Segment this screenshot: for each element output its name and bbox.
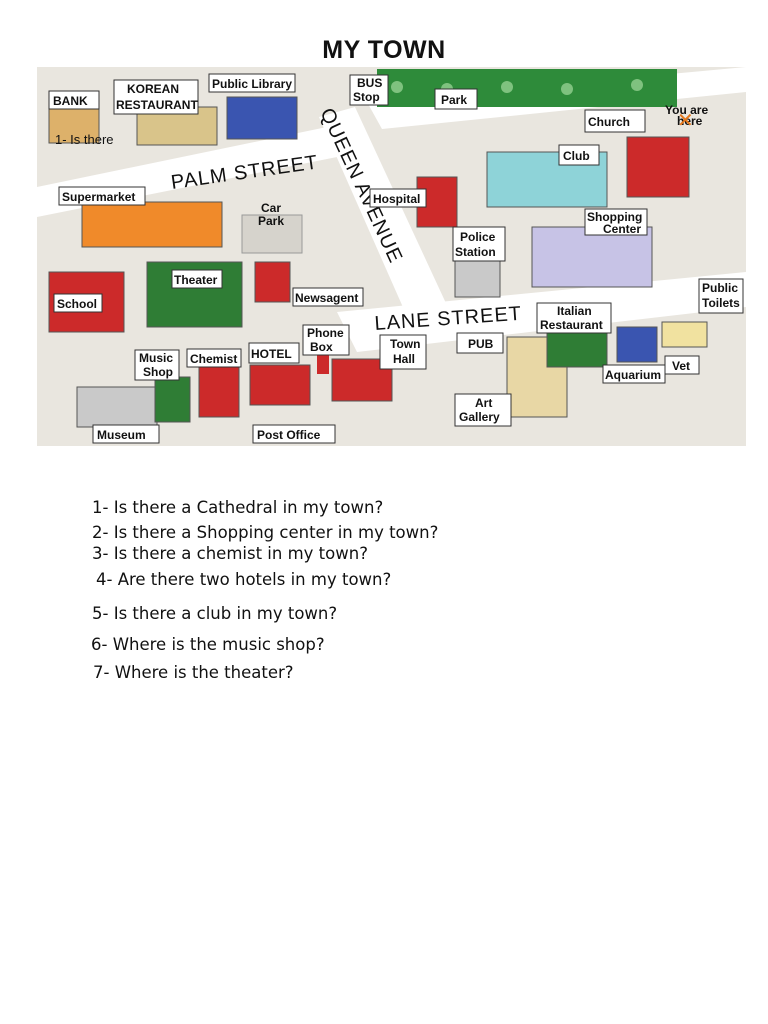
phone-box-label-1: Phone bbox=[307, 326, 344, 340]
town-hall-label-1: Town bbox=[390, 337, 420, 351]
korean-label-2: RESTAURANT bbox=[116, 98, 198, 112]
hospital-label: Hospital bbox=[373, 192, 420, 206]
music-shop-label-1: Music bbox=[139, 351, 173, 365]
car-park-area bbox=[241, 214, 303, 254]
bank-building bbox=[48, 106, 100, 144]
question-7: 7- Where is the theater? bbox=[93, 663, 294, 682]
vet-label: Vet bbox=[672, 359, 690, 373]
pub-label: PUB bbox=[468, 337, 494, 351]
police-label-1: Police bbox=[460, 230, 496, 244]
question-5: 5- Is there a club in my town? bbox=[92, 604, 338, 623]
supermarket-label: Supermarket bbox=[62, 190, 135, 204]
bus-label-1: BUS bbox=[357, 76, 382, 90]
map-annotation: 1- Is there bbox=[55, 132, 114, 147]
page-title: MY TOWN bbox=[322, 36, 446, 64]
church-building bbox=[626, 136, 690, 198]
post-office-label: Post Office bbox=[257, 428, 321, 442]
town-map: PALM STREET QUEEN AVENUE LANE STREET BAN… bbox=[37, 67, 746, 446]
italian-restaurant-building bbox=[546, 331, 608, 368]
theater-label: Theater bbox=[174, 273, 218, 287]
newsagent-building bbox=[254, 261, 291, 303]
chemist-label: Chemist bbox=[190, 352, 237, 366]
italian-label-2: Restaurant bbox=[540, 318, 603, 332]
phone-box-label-2: Box bbox=[310, 340, 333, 354]
park-label: Park bbox=[441, 93, 467, 107]
italian-label-1: Italian bbox=[557, 304, 592, 318]
hotel-building bbox=[249, 364, 311, 406]
toilets-label-2: Toilets bbox=[702, 296, 740, 310]
you-are-here-marker: ✕ bbox=[677, 108, 694, 132]
question-3: 3- Is there a chemist in my town? bbox=[92, 544, 368, 563]
town-hall-label-2: Hall bbox=[393, 352, 415, 366]
question-1: 1- Is there a Cathedral in my town? bbox=[92, 498, 384, 517]
library-building bbox=[226, 96, 298, 140]
bus-label-2: Stop bbox=[353, 90, 380, 104]
police-label-2: Station bbox=[455, 245, 496, 259]
aquarium-building bbox=[616, 326, 658, 363]
town-hall-building bbox=[331, 358, 393, 402]
school-label: School bbox=[57, 297, 97, 311]
car-park-label-2: Park bbox=[258, 214, 284, 228]
music-shop-label-2: Shop bbox=[143, 365, 173, 379]
museum-building bbox=[76, 386, 158, 428]
question-4: 4- Are there two hotels in my town? bbox=[96, 570, 392, 589]
music-shop-building bbox=[154, 376, 191, 423]
toilets-label-1: Public bbox=[702, 281, 738, 295]
bank-label: BANK bbox=[53, 94, 88, 108]
shopping-label-2: Center bbox=[603, 222, 641, 236]
question-2: 2- Is there a Shopping center in my town… bbox=[92, 523, 439, 542]
shopping-label-1: Shopping bbox=[587, 210, 642, 224]
shopping-center-building bbox=[531, 226, 653, 288]
chemist-building bbox=[198, 366, 240, 418]
queen-avenue-road bbox=[319, 107, 457, 339]
church-label: Church bbox=[588, 115, 630, 129]
aquarium-label: Aquarium bbox=[605, 368, 661, 382]
art-gallery-label-1: Art bbox=[475, 396, 492, 410]
you-are-here-label-2: here bbox=[677, 114, 703, 128]
map-labels: BANK KOREAN RESTAURANT Public Library BU… bbox=[48, 73, 744, 444]
phone-box bbox=[317, 352, 329, 374]
museum-label: Museum bbox=[97, 428, 146, 442]
you-are-here-label-1: You are bbox=[665, 103, 708, 117]
newsagent-label: Newsagent bbox=[295, 291, 358, 305]
art-gallery-label-2: Gallery bbox=[459, 410, 500, 424]
park-area bbox=[377, 69, 677, 107]
question-6: 6- Where is the music shop? bbox=[91, 635, 325, 654]
car-park-label-1: Car bbox=[261, 201, 281, 215]
hotel-label: HOTEL bbox=[251, 347, 292, 361]
korean-label-1: KOREAN bbox=[127, 82, 179, 96]
vet-building bbox=[661, 321, 708, 348]
library-label: Public Library bbox=[212, 77, 292, 91]
supermarket-building bbox=[81, 201, 223, 248]
club-label: Club bbox=[563, 149, 590, 163]
